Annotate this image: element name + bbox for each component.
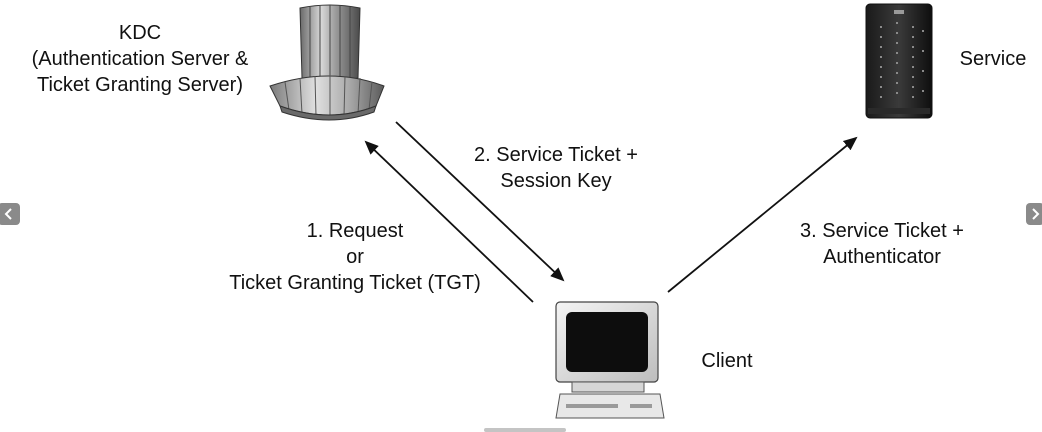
- message-2-label: 2. Service Ticket + Session Key: [446, 142, 666, 194]
- arrow-client-to-kdc: [364, 140, 534, 303]
- kdc-label-line: (Authentication Server &: [31, 48, 249, 70]
- message-1-line: or: [346, 246, 364, 268]
- message-3-line: Authenticator: [823, 246, 941, 268]
- kdc-label: KDC (Authentication Server & Ticket Gran…: [8, 20, 272, 98]
- next-slide-button[interactable]: [1026, 203, 1042, 225]
- kdc-label-line: Ticket Granting Server): [37, 74, 243, 96]
- chevron-left-icon: [4, 208, 12, 220]
- desktop-computer-icon: [555, 301, 665, 419]
- message-1-line: Ticket Granting Ticket (TGT): [229, 272, 481, 294]
- arrow-client-to-service: [667, 136, 858, 293]
- service-label-text: Service: [959, 48, 1027, 70]
- message-2-line: Session Key: [500, 170, 612, 192]
- scrollbar-thumb[interactable]: [484, 428, 566, 432]
- kdc-label-line: KDC: [118, 22, 162, 44]
- server-tower-icon: [865, 3, 933, 119]
- message-3-line: 3. Service Ticket +: [800, 220, 964, 242]
- mainframe-server-icon: [269, 4, 385, 121]
- previous-slide-button[interactable]: [0, 203, 20, 225]
- arrow-kdc-to-client: [395, 121, 565, 282]
- message-2-line: 2. Service Ticket +: [474, 144, 638, 166]
- message-1-label: 1. Request or Ticket Granting Ticket (TG…: [190, 218, 520, 296]
- message-3-label: 3. Service Ticket + Authenticator: [772, 218, 992, 270]
- service-label: Service: [948, 46, 1038, 72]
- client-label: Client: [692, 348, 762, 374]
- chevron-right-icon: [1032, 208, 1040, 220]
- client-label-text: Client: [701, 350, 753, 372]
- message-1-line: 1. Request: [306, 220, 404, 242]
